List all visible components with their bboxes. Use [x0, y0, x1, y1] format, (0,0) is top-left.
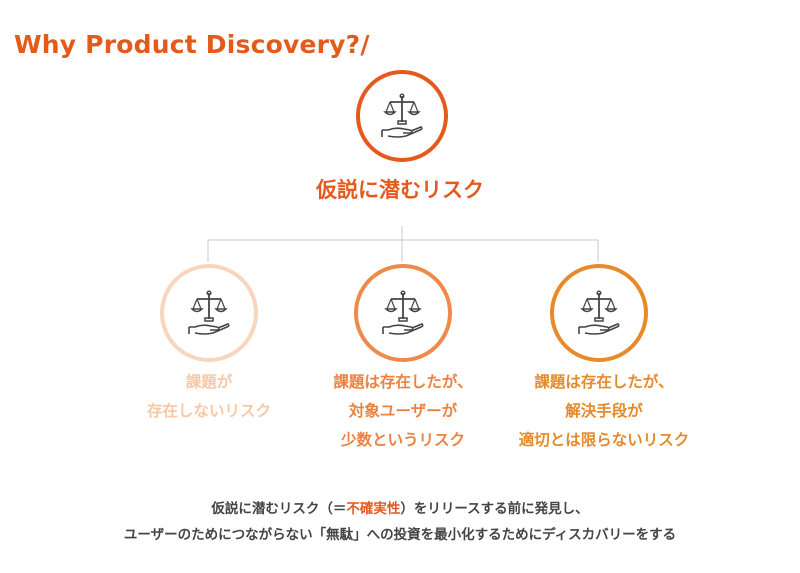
branch-2-line-1: 課題は存在したが、: [333, 373, 473, 391]
page-title: Why Product Discovery?/: [14, 30, 370, 59]
branch-3-line-1: 課題は存在したが、: [534, 373, 674, 391]
branch-2-label: 課題は存在したが、 対象ユーザーが 少数というリスク: [298, 368, 508, 455]
branch-1-line-1: 課題が: [185, 373, 233, 391]
branch-1-line-2: 存在しないリスク: [146, 402, 271, 420]
scales-in-hand-icon: [578, 290, 620, 335]
summary-text: 仮説に潜むリスク（＝不確実性）をリリースする前に発見し、 ユーザーのためにつなが…: [60, 496, 740, 548]
summary-line-1: 仮説に潜むリスク（＝不確実性）をリリースする前に発見し、: [60, 496, 740, 522]
root-node-circle: [356, 70, 448, 162]
summary-line-1-post: ）をリリースする前に発見し、: [400, 501, 589, 517]
branch-3-line-2: 解決手段が: [565, 402, 643, 420]
branch-2-circle: [354, 264, 452, 362]
summary-highlight: 不確実性: [346, 501, 401, 517]
summary-line-2: ユーザーのためにつながらない「無駄」への投資を最小化するためにディスカバリーをす…: [123, 527, 677, 543]
branch-3-circle: [550, 264, 648, 362]
scales-in-hand-icon: [188, 290, 230, 335]
root-node-label: 仮説に潜むリスク: [316, 178, 484, 202]
branch-2-line-2: 対象ユーザーが: [348, 402, 458, 420]
scales-in-hand-icon: [381, 93, 423, 138]
branch-1-circle: [160, 264, 258, 362]
branch-2-line-3: 少数というリスク: [340, 431, 465, 449]
branch-3-line-3: 適切とは限らないリスク: [518, 431, 690, 449]
summary-line-1-pre: 仮説に潜むリスク（＝: [211, 501, 347, 517]
branch-1-label: 課題が 存在しないリスク: [104, 368, 314, 426]
scales-in-hand-icon: [382, 290, 424, 335]
branch-3-label: 課題は存在したが、 解決手段が 適切とは限らないリスク: [494, 368, 714, 455]
